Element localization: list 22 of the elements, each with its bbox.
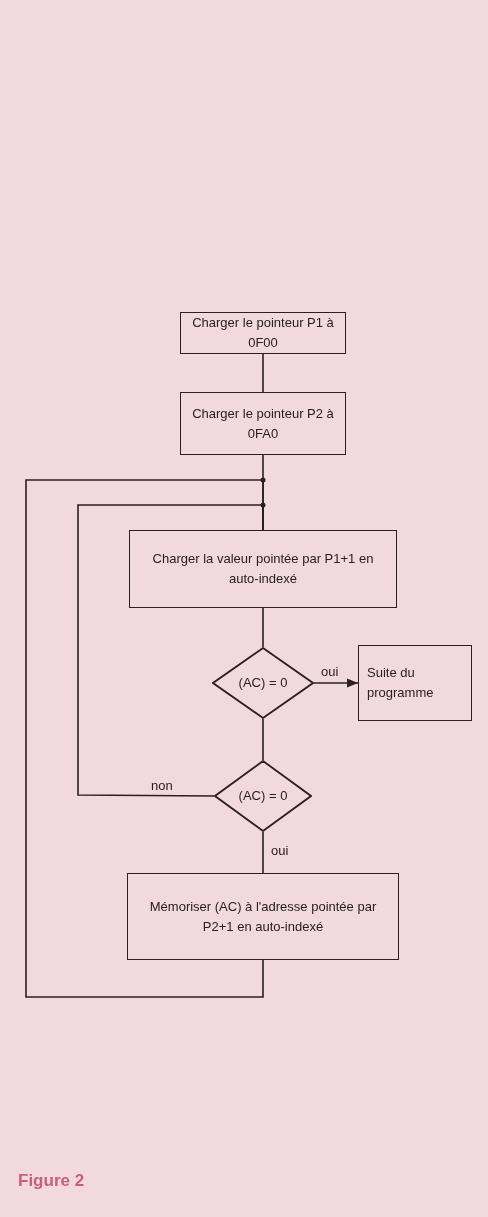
process-box <box>358 645 472 721</box>
process-box <box>180 312 346 354</box>
condition-text: (AC) = 0 <box>238 787 288 805</box>
arrow <box>313 678 359 688</box>
connector-line <box>77 504 264 797</box>
process-box <box>180 392 346 455</box>
connector-line <box>262 607 264 648</box>
step-text: Charger la valeur pointée par P1+1 en auto-indexé <box>151 550 375 588</box>
condition-text: (AC) = 0 <box>238 674 288 692</box>
step-text: Mémoriser (AC) à l'adresse pointée par P2+1 en auto-indexé <box>148 897 378 936</box>
figure-caption: Figure 2 <box>18 1170 85 1192</box>
step-text: Suite du programme <box>367 664 435 702</box>
connector-line <box>262 718 264 761</box>
decision-diamond <box>214 760 312 832</box>
decision-diamond <box>212 647 314 719</box>
step-text: Charger le pointeur P2 à 0FA0 <box>191 404 335 443</box>
connector-line <box>262 831 264 874</box>
step-text: Charger le pointeur P1 à 0F00 <box>191 314 335 352</box>
process-box <box>129 530 397 608</box>
process-box <box>127 873 399 960</box>
connector-line <box>25 479 264 998</box>
connector-line <box>262 353 264 393</box>
